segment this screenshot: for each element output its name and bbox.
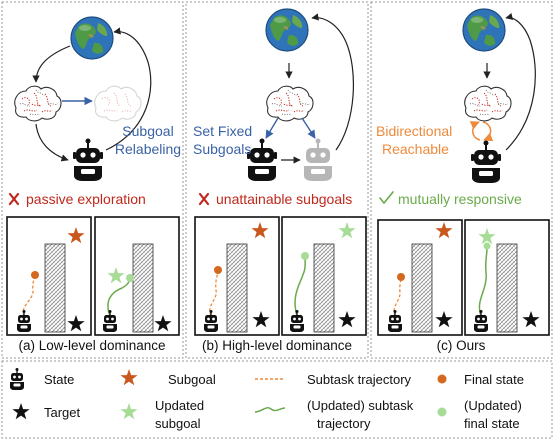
legend-updated-subgoal-label-2: subgoal [155, 416, 201, 431]
annotation-line-2: Reachable [382, 141, 449, 157]
arrow-robot-to-earth [505, 12, 536, 151]
legend-subtask-trajectory-label: Subtask trajectory [307, 372, 412, 387]
panel-frame-a [1, 1, 184, 359]
legend-updated-final-state-icon [437, 407, 447, 417]
panel-b: Set Fixed Subgoals unattainable subgoals… [193, 8, 367, 353]
updated-final-state-icon [126, 274, 134, 282]
cross-mark-icon [198, 192, 210, 206]
earth-globe-icon [70, 16, 114, 60]
updated-trajectory [294, 257, 306, 317]
updated-final-state-icon [483, 242, 491, 250]
legend-updated-final-state-label-2: final state [464, 416, 520, 431]
legend-updated-subgoal-icon [120, 403, 138, 420]
legend-updated-trajectory-label-1: (Updated) subtask [307, 398, 414, 413]
legend-target-label: Target [44, 405, 81, 420]
obstacle-wall [44, 243, 66, 333]
legend-subgoal-icon [120, 369, 138, 386]
legend-state-icon [9, 367, 25, 391]
arrow-brain-to-faded-robot [301, 117, 316, 139]
arrow-brain-to-robot [35, 123, 69, 162]
legend-updated-trajectory-label-2: trajectory [317, 416, 371, 431]
brain-icon [464, 85, 512, 122]
arrow-earth-to-brain [32, 45, 71, 83]
status-text: mutually responsive [398, 191, 522, 207]
obstacle-wall [496, 243, 518, 333]
earth-globe-icon [462, 8, 506, 52]
panel-frame-b [185, 1, 369, 359]
legend-updated-subgoal-label-1: Updated [155, 398, 204, 413]
legend: State Subgoal Subtask trajectory Final s… [9, 367, 524, 431]
robot-faded-icon [303, 137, 333, 182]
bidirectional-arrow-left [469, 121, 481, 141]
updated-final-state-icon [301, 252, 309, 260]
robot-icon [470, 139, 502, 184]
robot-icon [246, 137, 278, 182]
brain-faded-icon [94, 85, 142, 122]
status-text: unattainable subgoals [216, 191, 352, 207]
annotation-line-1: Subgoal [122, 123, 173, 139]
check-mark-icon [379, 191, 394, 205]
arrow-brain-to-robot [265, 117, 279, 139]
brain-icon [266, 85, 314, 122]
obstacle-wall [226, 243, 248, 333]
panel-c: Bidirectional Reachable mutually respons… [376, 8, 550, 353]
cross-mark-icon [8, 192, 20, 206]
annotation-line-1: Set Fixed [193, 123, 252, 139]
subtask-trajectory [209, 271, 219, 317]
updated-trajectory [107, 278, 131, 317]
legend-frame [1, 360, 553, 439]
status-text: passive exploration [26, 191, 146, 207]
panel-caption: (a) Low-level dominance [18, 338, 165, 353]
robot-icon [72, 137, 104, 182]
legend-target-icon [12, 403, 30, 420]
annotation-line-2: Relabeling [115, 141, 181, 157]
final-state-icon [397, 273, 405, 281]
legend-updated-final-state-label-1: (Updated) [464, 398, 522, 413]
bidirectional-arrow-right [482, 121, 494, 142]
legend-final-state-label: Final state [464, 372, 524, 387]
annotation-line-1: Bidirectional [376, 123, 452, 139]
obstacle-wall [411, 243, 433, 333]
legend-state-label: State [44, 372, 74, 387]
panel-frame-c [370, 1, 553, 359]
obstacle-wall [132, 243, 154, 333]
final-state-icon [31, 271, 39, 279]
legend-subgoal-label: Subgoal [168, 372, 216, 387]
final-state-icon [214, 266, 222, 274]
earth-globe-icon [265, 8, 309, 52]
arrow-robot-to-earth [311, 13, 354, 151]
panel-caption: (b) High-level dominance [202, 338, 352, 353]
annotation-line-2: Subgoals [193, 141, 251, 157]
panel-caption: (c) Ours [437, 338, 486, 353]
legend-updated-trajectory-icon [254, 407, 286, 413]
obstacle-wall [313, 243, 335, 333]
subtask-trajectory [393, 277, 402, 317]
panel-a: Subgoal Relabeling passive exploration (… [6, 16, 181, 353]
brain-icon [14, 85, 62, 122]
updated-trajectory [478, 247, 488, 317]
arrow-robot-to-earth [105, 27, 152, 151]
legend-final-state-icon [437, 374, 447, 384]
